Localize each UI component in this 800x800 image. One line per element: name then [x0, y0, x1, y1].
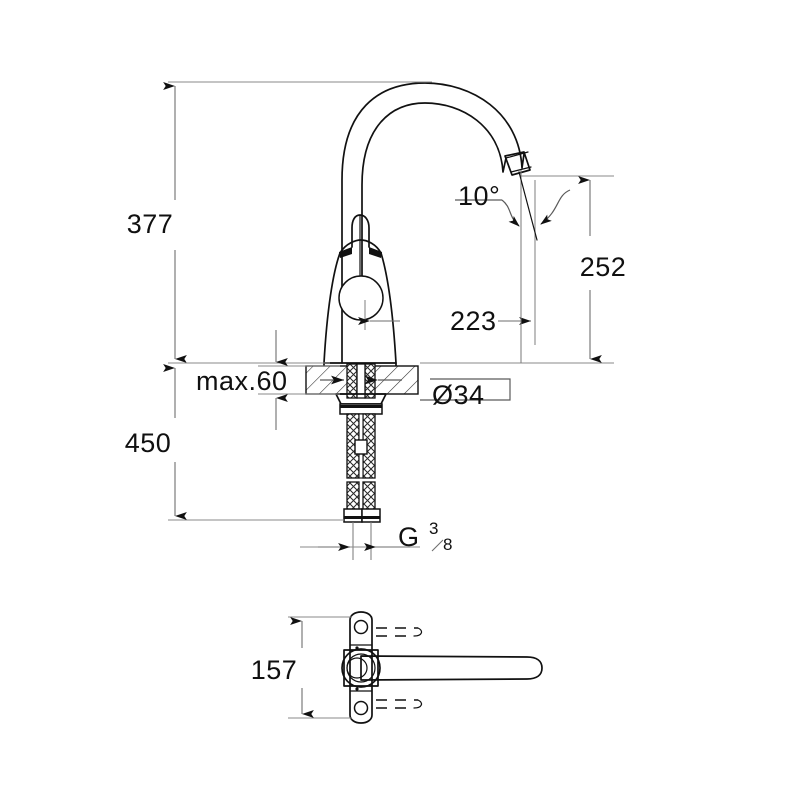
dimension-spout-height: 252	[420, 175, 627, 364]
dimension-max-deck-thickness: max.60	[196, 330, 402, 430]
dimension-label-252: 252	[580, 252, 627, 282]
dimension-connection-thread: G 3 8	[300, 519, 452, 554]
dimension-label-223: 223	[450, 306, 497, 336]
faucet-body-housing	[323, 214, 397, 367]
dimension-label-thread-letter: G	[398, 522, 420, 552]
dimension-hose-length: 450	[125, 362, 344, 521]
dimension-label-max60: max.60	[196, 366, 288, 396]
dimension-hole-diameter: Ø34	[420, 378, 511, 410]
lever-top-view	[341, 611, 543, 724]
dimension-label-450: 450	[125, 428, 172, 458]
dimension-label-angle-10: 10°	[458, 181, 500, 211]
dimension-lever-width: 157	[251, 616, 352, 719]
spout-gooseneck	[341, 82, 532, 364]
thread-fraction-numerator: 3	[429, 519, 438, 538]
mounting-shank-assembly	[335, 363, 387, 560]
dimension-outlet-angle: 10°	[455, 170, 571, 363]
dimension-label-diameter-34: Ø34	[432, 380, 485, 410]
dimension-label-377: 377	[127, 209, 174, 239]
thread-fraction-denominator: 8	[443, 535, 452, 554]
dimension-spout-reach: 223	[358, 180, 536, 345]
dimension-label-157: 157	[251, 655, 298, 685]
faucet-side-elevation	[305, 82, 532, 560]
